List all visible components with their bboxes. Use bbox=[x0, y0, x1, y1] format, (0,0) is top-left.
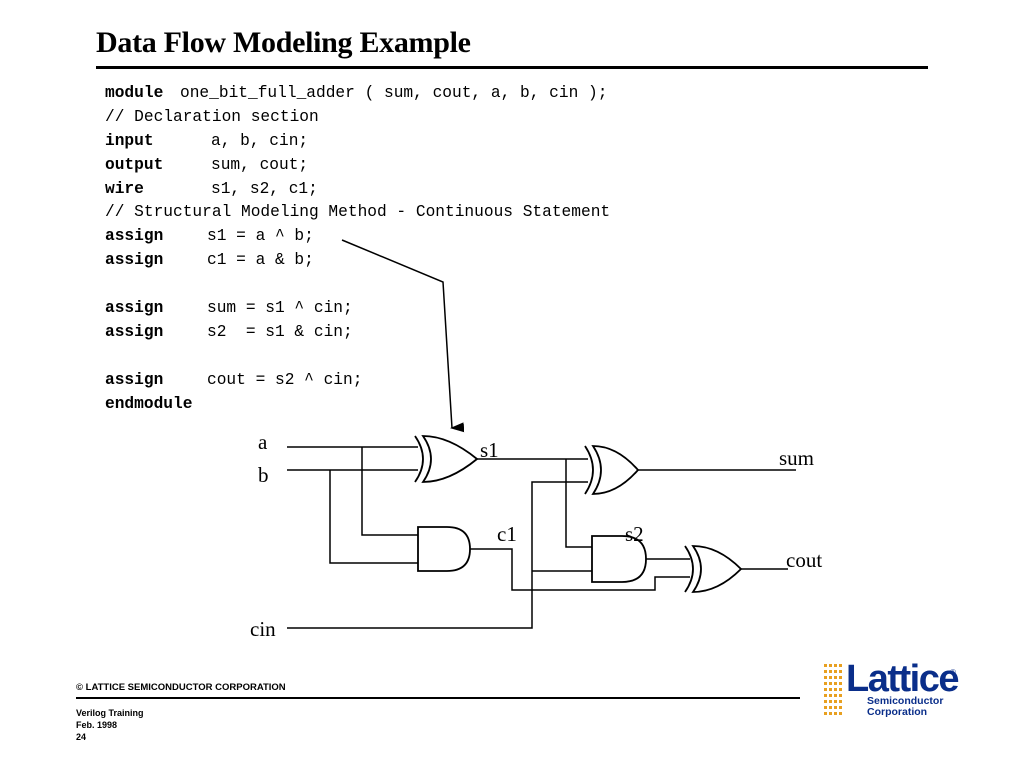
code-line: endmodule bbox=[105, 393, 610, 417]
code-keyword: assign bbox=[105, 370, 164, 389]
code-text: s1 = a ^ b; bbox=[207, 227, 314, 246]
code-text: s1, s2, c1; bbox=[211, 179, 318, 198]
code-text: one_bit_full_adder ( sum, cout, a, b, ci… bbox=[180, 84, 608, 102]
signal-label-cin: cin bbox=[250, 617, 276, 641]
code-text: c1 = a & b; bbox=[207, 251, 314, 270]
code-text: a, b, cin; bbox=[211, 131, 309, 150]
code-line: assign s2 = s1 & cin; bbox=[105, 321, 610, 345]
code-text: s2 = s1 & cin; bbox=[207, 322, 353, 341]
verilog-code-block: module one_bit_full_adder ( sum, cout, a,… bbox=[105, 82, 610, 416]
xor-gate-cout bbox=[684, 545, 743, 593]
code-keyword: endmodule bbox=[105, 394, 193, 413]
xor-gate-s1 bbox=[414, 435, 479, 483]
code-line: assign cout = s2 ^ cin; bbox=[105, 369, 610, 393]
code-keyword: assign bbox=[105, 251, 164, 270]
code-line: // Declaration section bbox=[105, 106, 610, 130]
code-keyword: output bbox=[105, 155, 164, 174]
code-line: assign s1 = a ^ b; bbox=[105, 225, 610, 249]
lattice-logo: Lattice ® Semiconductor Corporation bbox=[824, 658, 964, 722]
logo-sub-line1: Semiconductor bbox=[867, 695, 944, 707]
code-keyword: assign bbox=[105, 299, 164, 318]
code-line: output sum, cout; bbox=[105, 154, 610, 178]
code-keyword: assign bbox=[105, 227, 164, 246]
code-comment: // Structural Modeling Method - Continuo… bbox=[105, 203, 611, 222]
wires bbox=[287, 446, 796, 629]
code-keyword: module bbox=[105, 84, 164, 102]
code-text: cout = s2 ^ cin; bbox=[207, 370, 363, 389]
code-text: sum, cout; bbox=[211, 155, 309, 174]
code-keyword: input bbox=[105, 131, 154, 150]
code-line: // Structural Modeling Method - Continuo… bbox=[105, 201, 610, 225]
slide-title: Data Flow Modeling Example bbox=[96, 26, 471, 59]
code-text: sum = s1 ^ cin; bbox=[207, 299, 353, 318]
signal-label-s1: s1 bbox=[480, 438, 499, 462]
and-gate-c1 bbox=[417, 526, 471, 572]
signal-label-cout: cout bbox=[786, 548, 822, 572]
code-line: wire s1, s2, c1; bbox=[105, 178, 610, 202]
and-gate-s2 bbox=[591, 535, 647, 583]
footer-page-number: 24 bbox=[76, 732, 87, 742]
footer-date: Feb. 1998 bbox=[76, 720, 118, 730]
signal-label-a: a bbox=[258, 430, 268, 454]
logo-wordmark: Lattice bbox=[846, 658, 959, 700]
code-comment: // Declaration section bbox=[105, 107, 319, 126]
signal-label-sum: sum bbox=[779, 446, 814, 470]
signal-label-b: b bbox=[258, 463, 269, 487]
code-line: module one_bit_full_adder ( sum, cout, a,… bbox=[105, 82, 610, 106]
code-line: assign c1 = a & b; bbox=[105, 249, 610, 273]
signal-label-s2: s2 bbox=[625, 522, 644, 546]
code-keyword: wire bbox=[105, 179, 144, 198]
signal-label-c1: c1 bbox=[497, 522, 517, 546]
logo-registered-mark: ® bbox=[950, 668, 956, 677]
footer-info: Verilog Training Feb. 1998 24 bbox=[76, 707, 144, 743]
footer-copyright: © LATTICE SEMICONDUCTOR CORPORATION bbox=[76, 682, 286, 693]
footer-course: Verilog Training bbox=[76, 708, 144, 718]
footer-rule bbox=[76, 697, 800, 699]
title-rule bbox=[96, 66, 928, 69]
xor-gate-sum bbox=[584, 445, 640, 495]
logo-subtitle: Semiconductor Corporation bbox=[867, 696, 943, 718]
code-line: assign sum = s1 ^ cin; bbox=[105, 297, 610, 321]
code-line: input a, b, cin; bbox=[105, 130, 610, 154]
pointer-arrow bbox=[341, 239, 465, 433]
lattice-dots-icon bbox=[824, 664, 842, 715]
logo-sub-line2: Corporation bbox=[867, 706, 928, 718]
code-keyword: assign bbox=[105, 322, 164, 341]
